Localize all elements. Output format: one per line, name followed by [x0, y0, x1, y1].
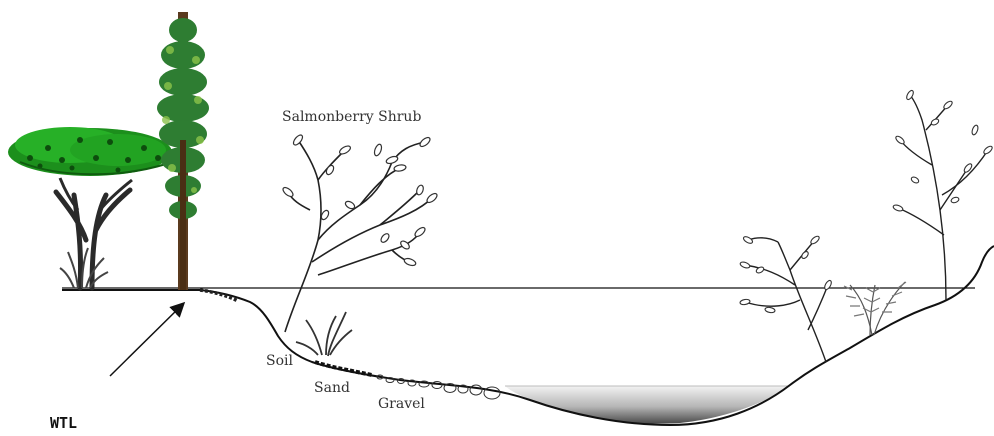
fern-icon	[844, 282, 906, 335]
shrub-label: Salmonberry Shrub	[282, 109, 421, 125]
wtl-label: WTL	[50, 414, 77, 432]
grass-tuft-icon	[296, 312, 352, 356]
sand-layer	[315, 362, 372, 375]
arrow-icon	[110, 304, 183, 376]
shrub-icon	[281, 133, 438, 332]
grass-tuft-icon	[60, 248, 108, 288]
gravel-label: Gravel	[378, 396, 425, 412]
sand-label: Sand	[314, 380, 350, 396]
shrub-icon	[739, 235, 832, 362]
deciduous-tree-icon	[8, 127, 172, 288]
soil-label: Soil	[266, 353, 293, 369]
